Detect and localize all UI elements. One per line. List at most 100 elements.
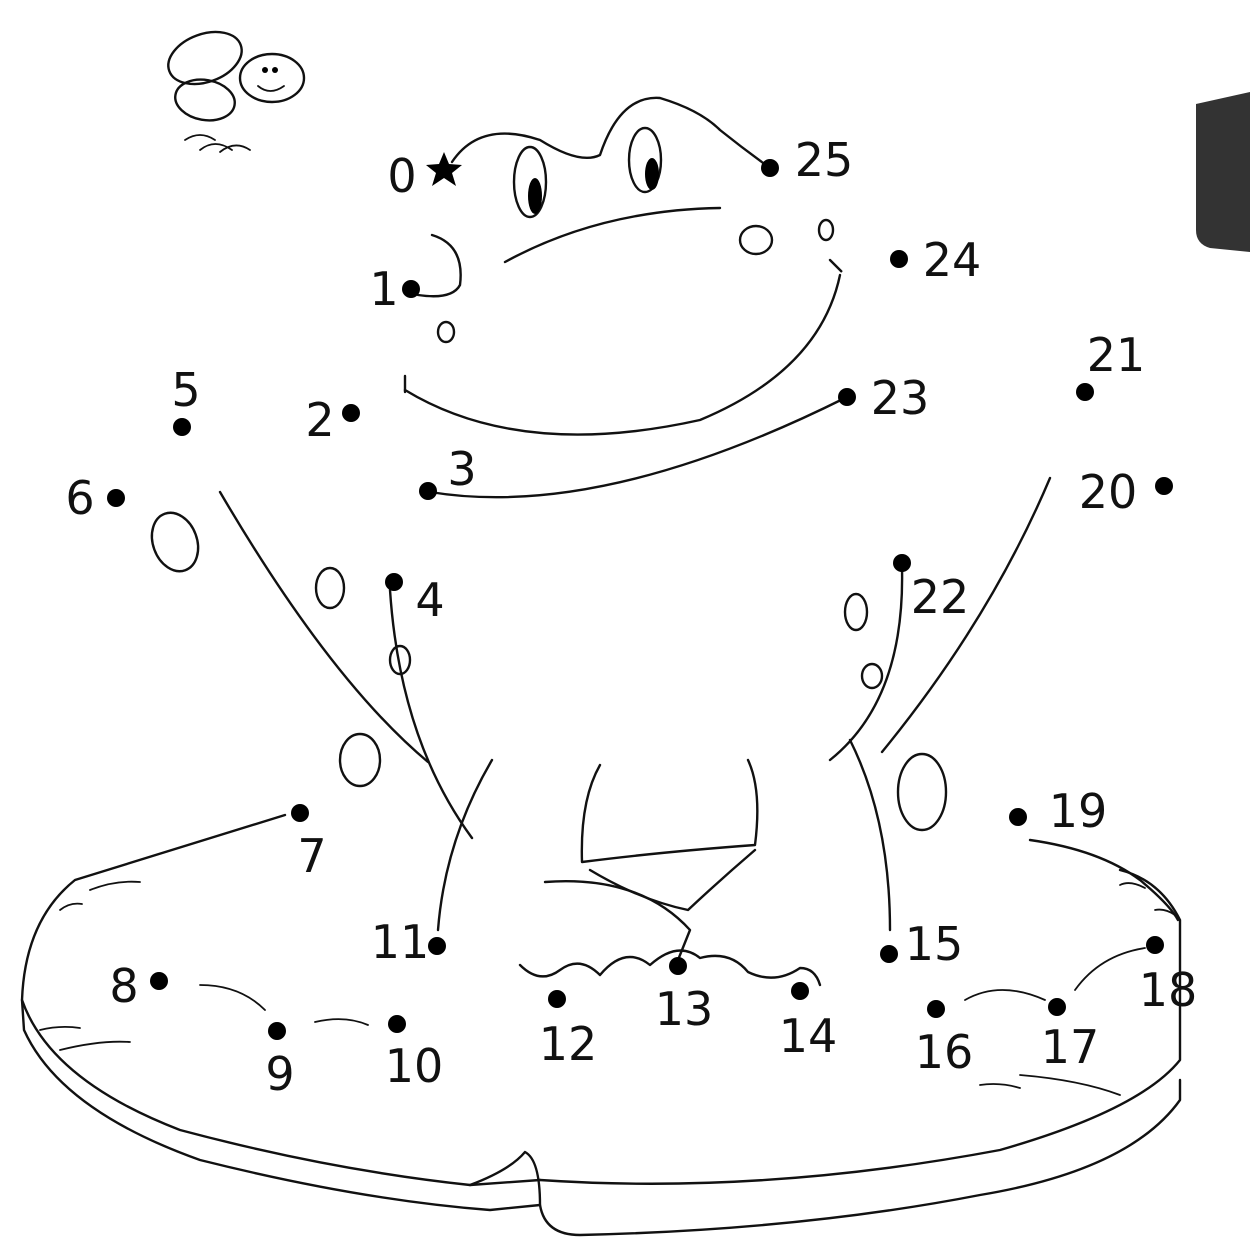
lily-pad-vein bbox=[59, 1040, 131, 1051]
frog-eye-left bbox=[512, 145, 548, 219]
dot-label-5: 5 bbox=[171, 363, 200, 417]
dark-object-edge bbox=[1196, 92, 1250, 252]
dot-6 bbox=[107, 489, 125, 507]
star-icon bbox=[426, 152, 462, 186]
dot-label-12: 12 bbox=[539, 1017, 598, 1071]
frog-spot bbox=[860, 662, 884, 690]
lily-pad bbox=[20, 813, 1182, 1237]
bee-wing-bottom bbox=[174, 78, 236, 122]
dot-24 bbox=[890, 250, 908, 268]
dot-label-18: 18 bbox=[1139, 963, 1198, 1017]
bee-smile bbox=[257, 85, 285, 92]
frog-spot bbox=[817, 218, 835, 242]
dot-3 bbox=[419, 482, 437, 500]
lily-pad-vein bbox=[979, 1083, 1021, 1089]
lily-pad-top-right bbox=[1028, 838, 1180, 922]
dot-label-3: 3 bbox=[447, 442, 476, 496]
lily-pad-vein bbox=[59, 902, 83, 911]
dot-label-8: 8 bbox=[109, 959, 138, 1013]
dot-label-19: 19 bbox=[1049, 784, 1108, 838]
frog-leg-right bbox=[848, 738, 892, 932]
frog-head-top bbox=[450, 96, 772, 170]
frog-cheek-left bbox=[416, 233, 462, 298]
dot-label-24: 24 bbox=[923, 233, 982, 287]
bee-eye bbox=[272, 67, 278, 73]
frog-spot bbox=[843, 592, 869, 632]
lily-pad-guide-8-10 bbox=[199, 984, 369, 1026]
bee-eye bbox=[262, 67, 268, 73]
dot-label-21: 21 bbox=[1087, 328, 1146, 382]
dot-11 bbox=[428, 937, 446, 955]
dot-9 bbox=[268, 1022, 286, 1040]
frog-toes bbox=[518, 949, 822, 987]
dot-label-11: 11 bbox=[371, 915, 430, 969]
dot-label-2: 2 bbox=[305, 393, 334, 447]
frog-leg-left bbox=[436, 758, 494, 932]
dot-label-0: 0 bbox=[387, 149, 416, 203]
dot-16 bbox=[927, 1000, 945, 1018]
frog-spot bbox=[150, 511, 200, 573]
dot-20 bbox=[1155, 477, 1173, 495]
frog-chin bbox=[428, 396, 847, 499]
frog-spot bbox=[388, 644, 412, 676]
dot-1 bbox=[402, 280, 420, 298]
bee-wing-top bbox=[167, 30, 243, 86]
dot-label-25: 25 bbox=[795, 133, 854, 187]
frog-spot bbox=[896, 752, 948, 832]
lily-pad-vein bbox=[1119, 882, 1146, 889]
dot-label-9: 9 bbox=[265, 1047, 294, 1101]
dot-label-6: 6 bbox=[65, 471, 94, 525]
frog-inner-arm-right bbox=[828, 566, 904, 762]
dot-label-17: 17 bbox=[1041, 1020, 1100, 1074]
lily-pad-edge-right bbox=[538, 868, 1182, 1185]
dot-label-22: 22 bbox=[911, 570, 970, 624]
lily-pad-guide-16-18 bbox=[964, 947, 1146, 1001]
frog-inner-arm-left bbox=[388, 588, 474, 840]
dot-12 bbox=[548, 990, 566, 1008]
lily-pad-rim-left bbox=[20, 998, 542, 1212]
dot-15 bbox=[880, 945, 898, 963]
lily-pad-vein bbox=[39, 1025, 81, 1031]
dot-18 bbox=[1146, 936, 1164, 954]
frog-foot bbox=[543, 880, 692, 962]
frog-spot bbox=[436, 320, 456, 344]
lily-pad-rim-right bbox=[468, 1078, 1182, 1237]
dot-25 bbox=[761, 159, 779, 177]
lily-pad-vein bbox=[1154, 908, 1176, 916]
lily-pad-vein bbox=[1019, 1074, 1121, 1096]
dot-label-10: 10 bbox=[385, 1039, 444, 1093]
frog-face-line bbox=[503, 206, 722, 264]
dot-label-1: 1 bbox=[369, 262, 398, 316]
frog-belly-bottom bbox=[588, 848, 757, 912]
frog-spot bbox=[338, 732, 382, 788]
dot-14 bbox=[791, 982, 809, 1000]
dot-label-14: 14 bbox=[779, 1009, 838, 1063]
frog-eye-right bbox=[627, 126, 663, 194]
dot-label-7: 7 bbox=[297, 829, 326, 883]
bee-legs bbox=[184, 134, 251, 153]
frog-spot bbox=[314, 566, 346, 610]
frog-spot bbox=[738, 224, 774, 256]
frog-belly bbox=[580, 758, 759, 864]
dot-17 bbox=[1048, 998, 1066, 1016]
dot-5 bbox=[173, 418, 191, 436]
dot-2 bbox=[342, 404, 360, 422]
dot-23 bbox=[838, 388, 856, 406]
dot-10 bbox=[388, 1015, 406, 1033]
dot-label-16: 16 bbox=[915, 1025, 974, 1079]
dot-7 bbox=[291, 804, 309, 822]
dot-label-4: 4 bbox=[415, 573, 444, 627]
frog-body bbox=[150, 476, 1052, 987]
lily-pad-edge-left bbox=[20, 813, 542, 1187]
dot-4 bbox=[385, 573, 403, 591]
dot-22 bbox=[893, 554, 911, 572]
dot-21 bbox=[1076, 383, 1094, 401]
bee-head bbox=[238, 52, 306, 104]
frog-mouth bbox=[403, 258, 843, 436]
dot-label-15: 15 bbox=[905, 917, 964, 971]
dot-13 bbox=[669, 957, 687, 975]
frog-pupil-right bbox=[645, 158, 659, 190]
frog-arm-right bbox=[880, 476, 1052, 754]
dot-label-20: 20 bbox=[1079, 465, 1138, 519]
